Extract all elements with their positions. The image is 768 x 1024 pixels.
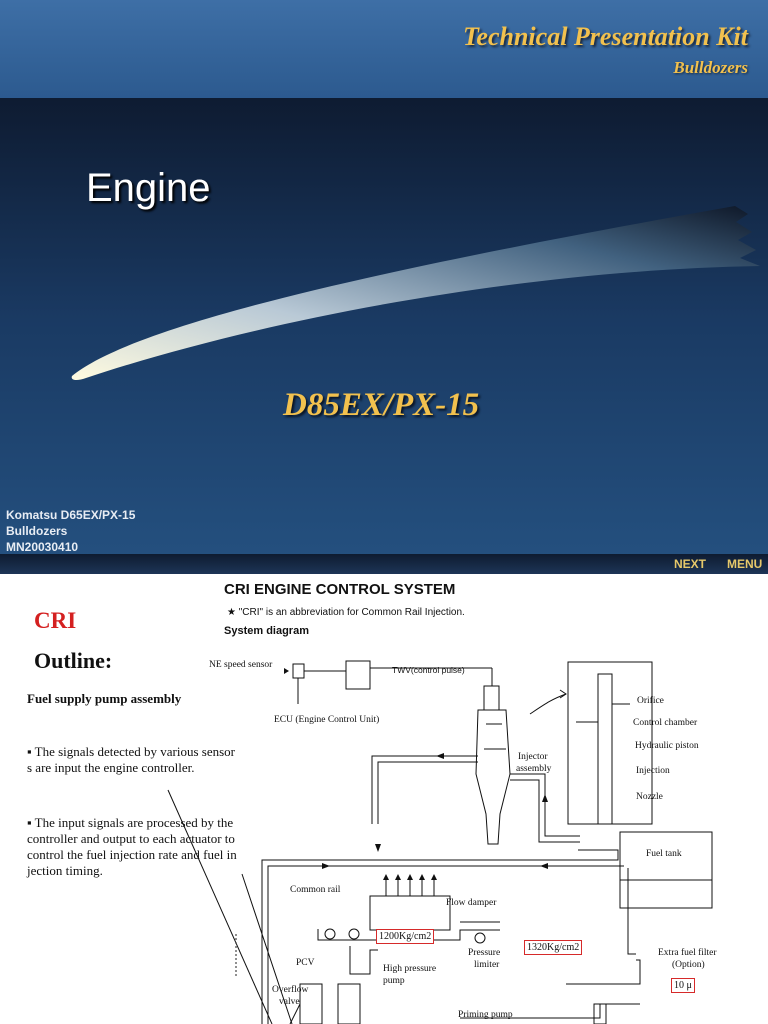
control-pulse-label: TWV(control pulse): [392, 665, 465, 675]
header-band: [0, 0, 768, 98]
section-title: Engine: [86, 166, 211, 210]
nav-bar: [0, 554, 768, 574]
model-name: D85EX/PX-15: [283, 387, 480, 423]
comet-graphic: [71, 206, 761, 381]
injection-label: Injection: [636, 766, 670, 776]
pressure-limiter-label-1: Pressure: [468, 948, 501, 958]
flow-damper-label: Flow damper: [446, 898, 497, 908]
cri-slide: CRI Outline: Fuel supply pump assembly ▪…: [0, 574, 768, 1024]
system-diagram-label: System diagram: [224, 625, 309, 637]
orifice-label: Orifice: [637, 696, 664, 706]
menu-button[interactable]: MENU: [727, 557, 763, 571]
fuel-tank-label: Fuel tank: [646, 849, 682, 859]
info-line-model: Komatsu D65EX/PX-15: [6, 508, 136, 522]
paragraph-processing: ▪ The input signals are processed by the…: [27, 815, 237, 878]
paragraph-signals: ▪ The signals detected by various sensor…: [27, 744, 235, 775]
kit-subtitle: Bulldozers: [673, 58, 748, 77]
fuel-pump-subheading: Fuel supply pump assembly: [27, 691, 182, 706]
pcv-label: PCV: [296, 958, 315, 968]
priming-pump-label: Priming pump: [458, 1010, 513, 1020]
extra-filter-label-2: (Option): [672, 960, 705, 970]
injector-label-1: Injector: [518, 752, 548, 762]
filter-size-value: 10 μ: [671, 978, 695, 993]
injector-label-2: assembly: [516, 764, 552, 774]
overflow-valve-label-2: valve: [279, 997, 300, 1007]
info-line-code: MN20030410: [6, 540, 79, 554]
cri-system-diagram: [167, 660, 713, 1024]
hp-pump-label-2: pump: [383, 976, 405, 986]
kit-title: Technical Presentation Kit: [462, 22, 748, 51]
overflow-valve-label-1: Overflow: [272, 985, 309, 995]
outline-heading: Outline:: [34, 648, 113, 673]
ne-sensor-label: NE speed sensor: [209, 660, 273, 670]
abbreviation-note: ★ "CRI" is an abbreviation for Common Ra…: [227, 607, 465, 618]
rail-pressure-value: 1200Kg/cm2: [376, 929, 435, 944]
nozzle-label: Nozzle: [636, 792, 663, 802]
diagram-title: CRI ENGINE CONTROL SYSTEM: [224, 581, 456, 598]
control-chamber-label: Control chamber: [633, 718, 698, 728]
common-rail-label: Common rail: [290, 885, 341, 895]
limiter-pressure-value: 1320Kg/cm2: [524, 940, 583, 955]
hp-pump-label-1: High pressure: [383, 964, 437, 974]
title-slide: Technical Presentation Kit Bulldozers En…: [0, 0, 768, 574]
pressure-limiter-label-2: limiter: [474, 960, 500, 970]
next-button[interactable]: NEXT: [674, 557, 707, 571]
extra-filter-label-1: Extra fuel filter: [658, 948, 717, 958]
ecu-label: ECU (Engine Control Unit): [274, 715, 380, 725]
info-line-type: Bulldozers: [6, 524, 68, 538]
cri-heading: CRI: [34, 608, 77, 633]
hydraulic-piston-label: Hydraulic piston: [635, 741, 699, 751]
